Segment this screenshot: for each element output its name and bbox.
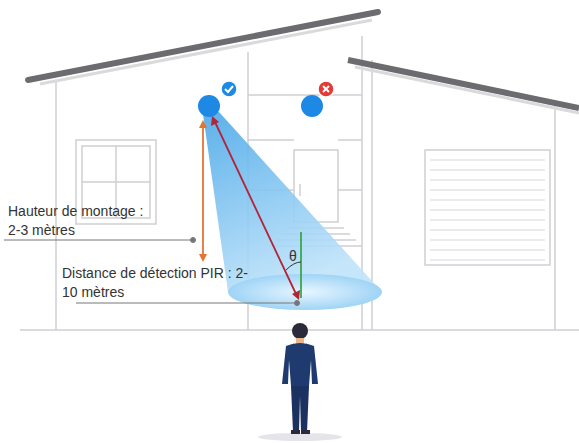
garage-slat [430,219,545,220]
garage-slat [430,249,545,250]
garage-slat [430,259,545,260]
garage-slat [430,189,545,190]
garage-slat [430,159,545,160]
detection-distance-label: Distance de détection PIR : 2-10 mètres [62,264,262,302]
angle-label: θ [289,247,297,266]
garage-slat [430,209,545,210]
garage-slat [430,199,545,200]
garage-slat [430,239,545,240]
garage-slat [430,169,545,170]
garage-slat [430,229,545,230]
garage-slat [430,179,545,180]
mounting-height-label: Hauteur de montage : 2-3 mètres [8,202,158,240]
